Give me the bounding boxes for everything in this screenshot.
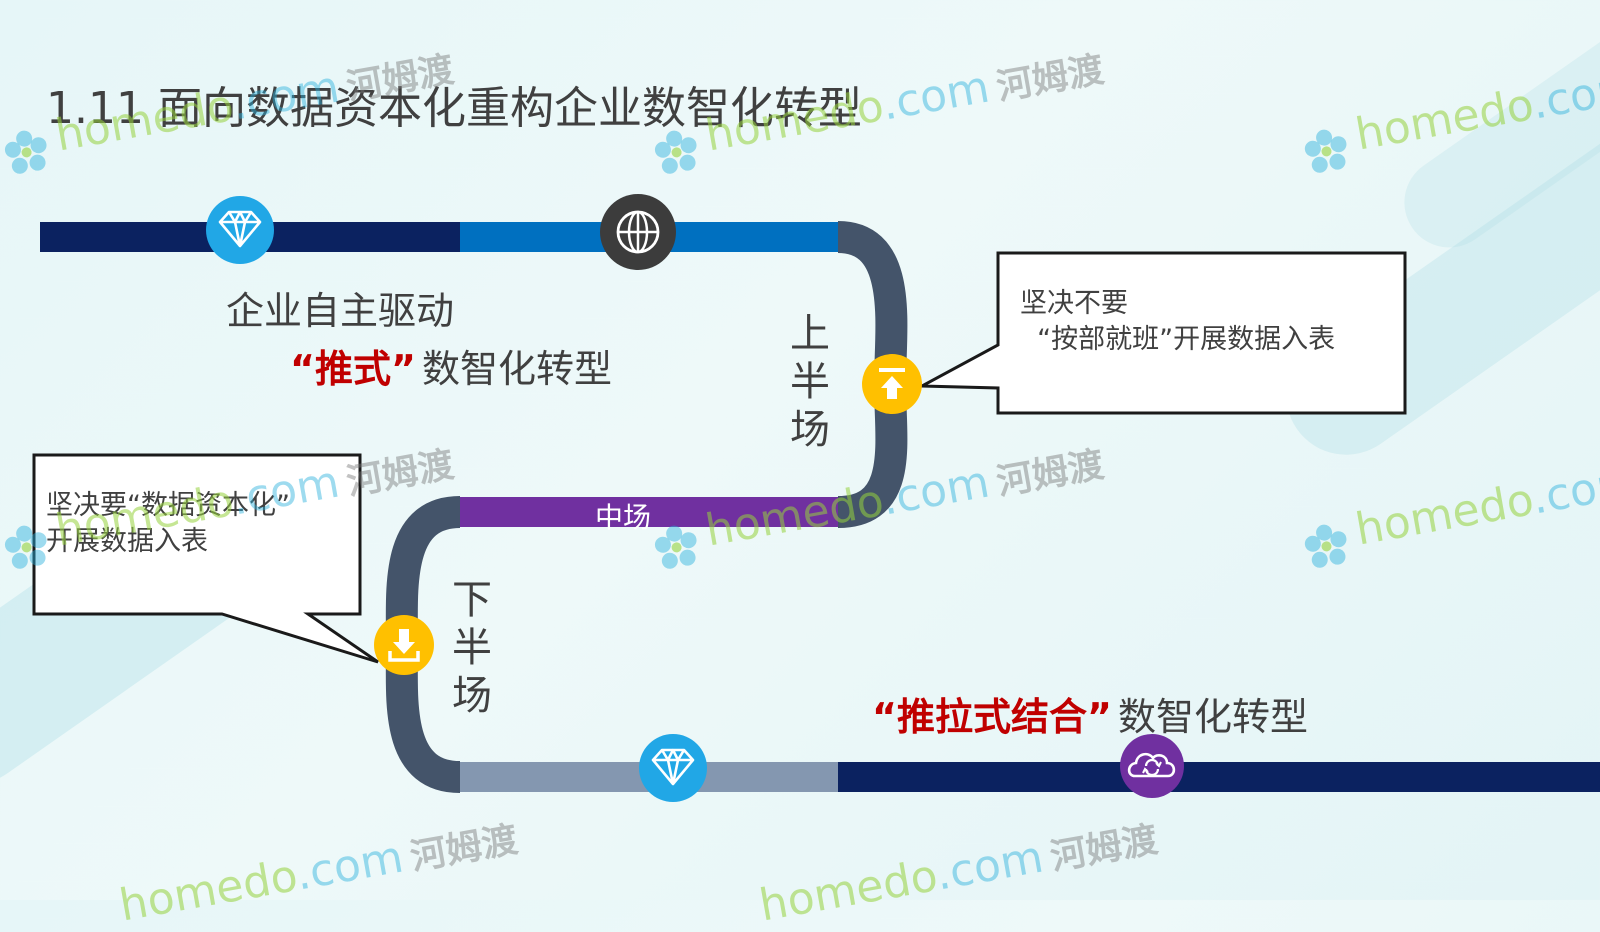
download-icon [374, 615, 434, 675]
callout-left-box [32, 453, 379, 664]
top-label: 企业自主驱动 [226, 289, 455, 333]
push-label-quoted: “推式” [290, 347, 416, 391]
lower-half-label: 下半场 [452, 577, 492, 719]
push-label: “推式”数智化转型 [290, 338, 612, 393]
push-pull-label-quoted: “推拉式结合” [872, 695, 1112, 739]
diamond-icon [639, 734, 707, 802]
cloud-sync-icon [1120, 734, 1184, 798]
flow-diagram [32, 194, 1600, 802]
callout-right-box [916, 251, 1407, 415]
upper-half-label: 上半场 [790, 311, 830, 453]
page-title: 1.11 面向数据资本化重构企业数智化转型 [46, 83, 862, 134]
middle-label: 中场 [595, 501, 652, 534]
callout-right-text: 坚决不要 “按部就班”开展数据入表 [1020, 288, 1336, 355]
track-bottom-navy [838, 762, 1600, 792]
track-middle-purple [460, 497, 838, 527]
upload-icon [862, 354, 922, 414]
push-pull-label-rest: 数智化转型 [1117, 695, 1308, 739]
callout-left-text: 坚决要“数据资本化” 开展数据入表 [46, 490, 290, 557]
push-pull-label: “推拉式结合”数智化转型 [872, 686, 1308, 741]
globe-icon [600, 194, 676, 270]
diamond-icon [206, 196, 274, 264]
push-label-rest: 数智化转型 [421, 347, 612, 391]
